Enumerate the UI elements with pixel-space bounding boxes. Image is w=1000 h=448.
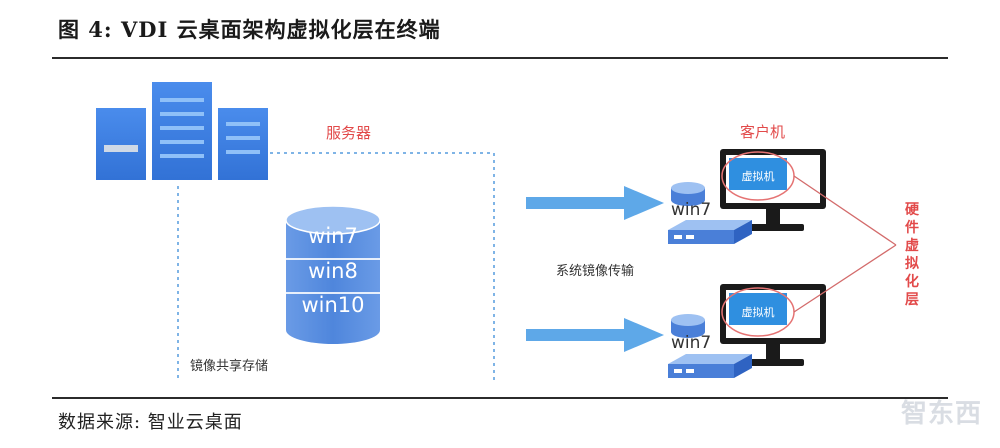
hw-layer-connector-lines [793,175,897,313]
server-tower-right [218,108,268,180]
bottom-rule [52,397,948,399]
server-tower-center [152,82,212,180]
server-tower-left [96,108,146,180]
image-label-win7: win7 [308,224,358,248]
image-label-win10: win10 [301,293,364,317]
server-icon [96,82,268,180]
transfer-arrow-top [526,186,664,220]
terminal-box-icon-top [668,220,752,244]
server-boundary-dotted [177,152,495,380]
monitor-icon-bottom [720,284,826,366]
client-os-disk-icon-top [671,182,705,206]
client-computer-top [668,149,826,244]
transfer-label: 系统镜像传输 [556,263,634,279]
client-label: 客户机 [740,123,785,141]
image-label-win8: win8 [308,259,358,283]
transfer-arrow-bottom [526,318,664,352]
storage-label: 镜像共享存储 [190,358,268,374]
client-computer-bottom [668,284,826,378]
monitor-icon-top [720,149,826,231]
image-storage-disk-icon [285,205,381,344]
server-label: 服务器 [326,124,371,142]
vm-label-bottom: 虚拟机 [742,305,775,319]
top-rule [52,57,948,59]
watermark-logo: 智东西 [900,399,982,429]
terminal-box-icon-bottom [668,354,752,378]
figure-source: 数据来源: 智业云桌面 [58,412,243,433]
client-os-label-top: win7 [671,200,711,220]
vm-label-top: 虚拟机 [742,169,775,183]
client-os-disk-icon-bottom [671,314,705,338]
client-os-label-bottom: win7 [671,333,711,353]
figure-title: 图 4: VDI 云桌面架构虚拟化层在终端 [58,17,441,42]
hw-virtualization-layer-label: 硬件虚拟化层 [905,202,920,308]
